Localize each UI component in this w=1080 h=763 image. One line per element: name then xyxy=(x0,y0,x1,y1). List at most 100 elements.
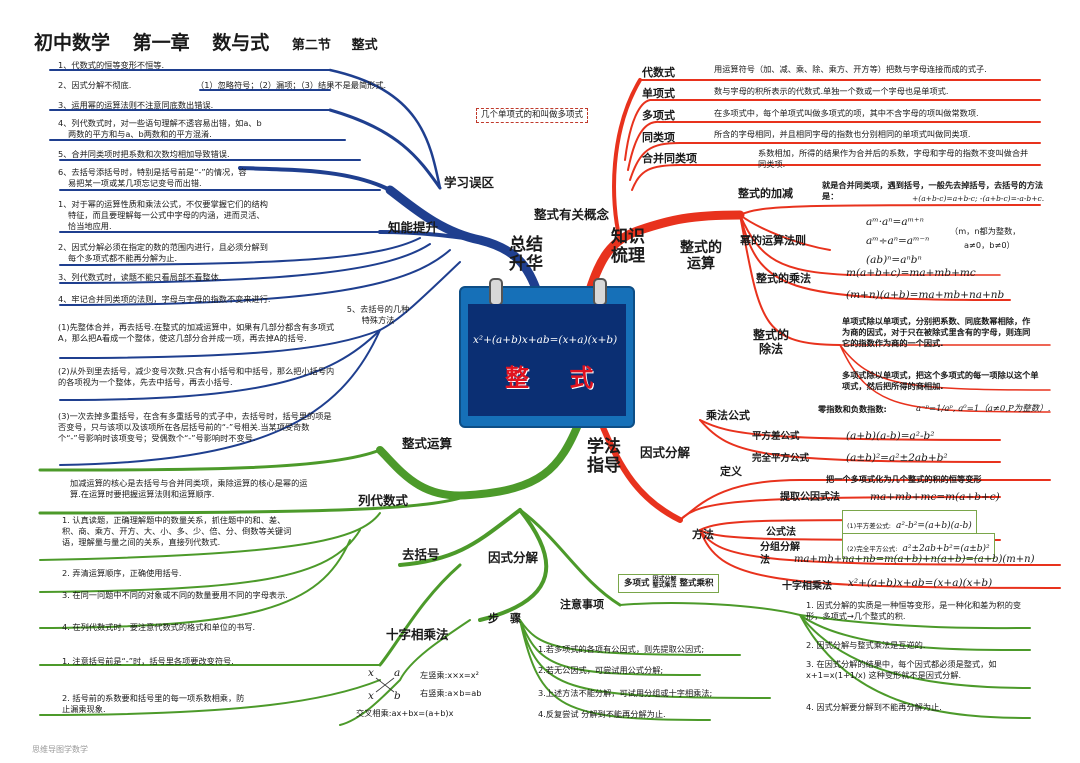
node-steps: 步 骤 xyxy=(488,612,521,625)
group-formula: ma+mb+na+nb=m(a+b)+n(a+b)=(a+b)(m+n) xyxy=(794,554,1035,565)
note-item: 3. 在因式分解的结果中，每个因式都必须是整式，如 x+1=x(1+1/x) 这… xyxy=(806,659,997,680)
center-formula: x²+(a+b)x+ab=(x+a)(x+b) xyxy=(473,334,618,346)
bracket-item: (1)先整体合并，再去括号.在整式的加减运算中，如果有几部分都含有多项式A，那么… xyxy=(58,322,335,343)
relation-mid-top: 因式分解 xyxy=(652,576,677,583)
footer: 思维导图学数学 xyxy=(32,745,88,754)
relation-right: 整式乘积 xyxy=(679,578,714,589)
add-formula: +(a+b-c)=a+b-c; -(a+b-c)=-a-b+c. xyxy=(912,194,1045,203)
title-subject: 初中数学 xyxy=(34,32,111,54)
hub-method: 学法指导 xyxy=(587,437,621,476)
ability-item: 3、列代数式时，读题不能只看局部不看整体. xyxy=(58,272,222,282)
bracket-rule: 1. 注意括号前是“-”时，括号里各项要改变符号. xyxy=(62,656,234,666)
def-text: 把一个多项式化为几个整式的积的恒等变形 xyxy=(826,474,982,484)
concept-desc: 系数相加，所得的结果作为合并后的系数，字母和字母的指数不变叫做合并同类项. xyxy=(758,148,1029,169)
step-item: 2.若无公因式，可尝试用公式分解; xyxy=(538,665,664,675)
bracket-title: 5、去括号的几种特殊方法 xyxy=(346,304,410,325)
bracket-rule: 2. 括号前的系数要和括号里的每一项系数相乘，防止漏乘现象. xyxy=(62,693,245,714)
cross-x1: x xyxy=(368,667,374,679)
center-topic: 整 式 xyxy=(505,364,610,392)
relation-box: 多项式 因式分解 整式乘法 整式乘积 xyxy=(618,574,720,593)
concept-name: 合并同类项 xyxy=(642,152,697,165)
formula-box: (2)完全平方公式: a²±2ab+b²=(a±b)² xyxy=(842,533,995,559)
pow-cond: a≠0，b≠0） xyxy=(964,240,1015,250)
cross-mix: 交叉相乘:ax+bx=(a+b)x xyxy=(356,708,454,718)
step-item: 3.上述方法不能分解，可试用分组或十字相乘法; xyxy=(538,688,713,698)
methods-name: 方法 xyxy=(692,528,714,541)
title-chapter-name: 数与式 xyxy=(212,32,270,54)
mul-f2: (m+n)(a+b)=ma+mb+na+nb xyxy=(846,289,1005,301)
node-errors: 学习误区 xyxy=(444,175,495,190)
note-item: 1. 因式分解的实质是一种恒等变形，是一种化和差为积的变形，多项式→几个整式的积… xyxy=(806,600,1022,621)
title-topic: 整式 xyxy=(351,38,378,53)
title-section: 第二节 xyxy=(291,38,331,53)
polynomial-note-box: 几个单项式的和叫做多项式 xyxy=(476,108,589,123)
div-d1: 单项式除以单项式，分别把系数、同底数幂相除，作为商的因式，对于只在被除式里含有的… xyxy=(842,316,1031,348)
title-chapter: 第一章 xyxy=(132,32,190,54)
formula-method: 公式法 xyxy=(766,527,796,538)
step-item: 4.反复尝试 分解到不能再分解为止. xyxy=(538,709,666,719)
center-calendar: x²+(a+b)x+ab=(x+a)(x+b) 整 式 xyxy=(459,278,635,428)
cross-name-right: 十字相乘法 xyxy=(782,581,832,592)
div-d2: 多项式除以单项式，把这个多项式的每一项除以这个单项式，然后把所得的商相加. xyxy=(842,370,1039,391)
ability-item: 特征，而且要理解每一公式中字母的内涵，进而灵活、 xyxy=(68,210,265,220)
red-lower-trunk xyxy=(597,417,683,523)
error-item: 1、代数式的恒等变形不恒等. xyxy=(58,60,165,70)
error-item: 4、列代数式时，对一些语句理解不透容易出错，如a、b xyxy=(58,118,262,128)
ops-text: 加减运算的核心是去括号与合并同类项，乘除运算的核心是幂的运算.在运算时要把握运算… xyxy=(70,478,308,499)
node-list: 列代数式 xyxy=(358,493,409,508)
green-trunk xyxy=(376,416,584,500)
mul-f1: m(a+b+c)=ma+mb+mc xyxy=(846,267,976,279)
mul-name: 整式的乘法 xyxy=(756,272,811,285)
full-formula: (a±b)²=a²±2ab+b² xyxy=(846,452,948,464)
list-item: 1. 认真读题，正确理解题中的数量关系，抓住题中的和、差、积、商、乘方、开方、大… xyxy=(62,515,292,547)
full-name: 完全平方公式 xyxy=(752,453,810,464)
concept-name: 代数式 xyxy=(642,66,675,79)
calendar-ring-icon xyxy=(489,278,503,306)
node-brackets: 去括号 xyxy=(402,547,440,562)
f1-label: (1)平方差公式: xyxy=(847,522,891,530)
cross-lines-icon xyxy=(375,677,395,693)
concept-name: 单项式 xyxy=(642,87,675,100)
cross-b: b xyxy=(394,690,401,702)
error-item: 2、因式分解不彻底. xyxy=(58,80,132,90)
node-ops: 整式运算 xyxy=(402,436,453,451)
formula-box: (1)平方差公式: a²-b²=(a+b)(a-b) xyxy=(842,510,977,536)
list-item: 3. 在同一问题中不同的对象或不同的数量要用不同的字母表示. xyxy=(62,590,288,600)
common-name: 提取公因式法 xyxy=(780,492,840,503)
div-f3: a⁻ᵖ=1/aᵖ, a⁰=1（a≠0,P为整数）. xyxy=(916,404,1051,414)
error-item: 易把某一项或某几项忘记变号而出错. xyxy=(68,178,202,188)
pow-f1: aᵐ·aⁿ=aᵐ⁺ⁿ xyxy=(866,216,924,228)
pow-cond: （m，n都为整数， xyxy=(950,226,1021,236)
calendar-ring-icon xyxy=(593,278,607,306)
f2-formula: a²±2ab+b²=(a±b)² xyxy=(902,544,990,554)
concept-name: 同类项 xyxy=(642,131,675,144)
sq-name: 平方差公式 xyxy=(752,431,800,442)
note-item: 4. 因式分解要分解到不能再分解为止. xyxy=(806,702,942,712)
concept-desc: 所含的字母相同，并且相同字母的指数也分别相同的单项式叫做同类项. xyxy=(714,129,971,139)
list-item: 2. 弄清运算顺序，正确使用括号. xyxy=(62,568,182,578)
sq-formula: (a+b)(a-b)=a²-b² xyxy=(846,430,935,442)
formula-name: 乘法公式 xyxy=(706,409,750,422)
step-item: 1.若多项式的各项有公因式，则先提取公因式; xyxy=(538,644,705,654)
cross-right: 右竖乘:a×b=ab xyxy=(420,688,482,698)
f1-formula: a²-b²=(a+b)(a-b) xyxy=(896,521,972,531)
pow-f2: aᵐ÷aⁿ=aᵐ⁻ⁿ xyxy=(866,235,930,247)
div-name: 整式的除法 xyxy=(752,328,789,356)
concept-desc: 用运算符号（加、减、乘、除、乘方、开方等）把数与字母连接而成的式子. xyxy=(714,64,987,74)
calendar-screen xyxy=(468,304,626,416)
hub-knowledge: 知识梳理 xyxy=(611,227,645,266)
error-item: 3、运用幂的运算法则不注意同底数出错误. xyxy=(58,100,214,110)
pow-name: 幂的运算法则 xyxy=(740,234,806,247)
ability-item: 1、对于幂的运算性质和乘法公式，不仅要掌握它们的结构 xyxy=(58,199,268,209)
concept-desc: 在多项式中，每个单项式叫做多项式的项，其中不含字母的项叫做常数项. xyxy=(714,108,979,118)
node-ops-right: 整式的运算 xyxy=(680,240,722,272)
cross-formula-right: x²+(a+b)x+ab=(x+a)(x+b) xyxy=(848,577,993,589)
hub-summary: 总结升华 xyxy=(509,235,543,274)
blue-ability-main xyxy=(378,230,482,242)
ability-item: 4、牢记合并同类项的法则，字母与字母的指数不变来进行. xyxy=(58,294,271,304)
group-name: 分组分解法 xyxy=(760,542,800,566)
concept-desc: 数与字母的积所表示的代数式.单独一个数或一个字母也是单项式. xyxy=(714,86,949,96)
concept-name: 多项式 xyxy=(642,109,675,122)
node-factor: 因式分解 xyxy=(488,550,539,565)
def-name: 定义 xyxy=(720,465,742,478)
